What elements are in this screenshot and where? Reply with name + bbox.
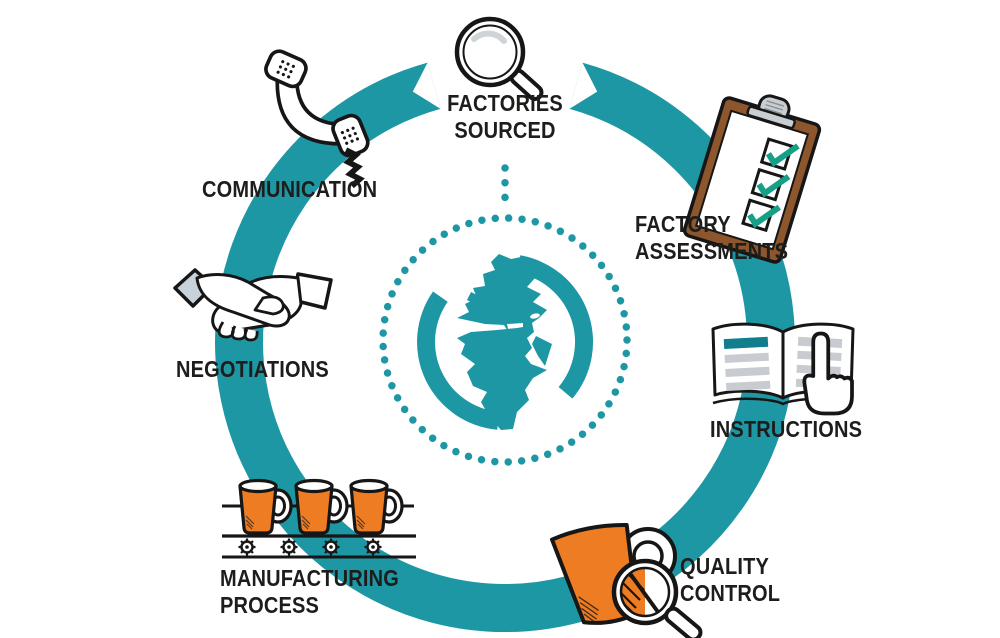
arabia-landmass [532,336,552,366]
dotted-circle [379,164,631,466]
label-line: FACTORY [635,211,731,237]
gear-icon [364,538,382,556]
label-negotiations: NEGOTIATIONS [176,356,329,383]
label-line: PROCESS [220,592,320,618]
label-line: FACTORIES [447,90,563,116]
phone-cord [343,147,365,189]
ribbon-notch-left [412,62,441,109]
clipboard-checklist-icon [682,94,822,264]
label-factories-sourced: FACTORIES SOURCED [418,90,592,144]
open-book-hand-icon [711,322,855,416]
pointing-hand-icon [802,331,854,416]
label-line: MANUFACTURING [220,565,400,591]
magnifying-glass-icon [454,16,544,101]
handshake-icon [173,268,333,342]
label-line: SOURCED [454,117,556,143]
label-line: QUALITY [680,553,770,579]
label-line: INSTRUCTIONS [710,416,863,442]
mug-icon [238,478,293,535]
gear-icon [280,538,298,556]
label-quality-control: QUALITY CONTROL [680,553,780,607]
label-instructions: INSTRUCTIONS [710,416,862,443]
globe-europe-africa-icon [417,254,594,430]
mug-icon [294,478,349,535]
label-factory-assessments: FACTORY ASSESSMENTS [635,211,788,265]
conveyor-mugs-icon [222,478,416,559]
label-line: COMMUNICATION [202,176,378,202]
label-line: ASSESSMENTS [635,238,789,264]
mug-magnifier-icon [550,523,703,638]
gear-icon [322,538,340,556]
checkbox-row [750,167,791,202]
label-manufacturing-process: MANUFACTURING PROCESS [220,565,399,619]
label-line: NEGOTIATIONS [176,356,329,382]
uk-landmass [467,292,479,304]
label-communication: COMMUNICATION [202,176,377,203]
gear-icon [238,538,256,556]
mug-icon [349,478,404,535]
label-line: CONTROL [680,580,781,606]
checkbox-row [741,198,781,233]
checkbox-row [759,137,800,171]
ribbon-notch-right [569,62,598,109]
